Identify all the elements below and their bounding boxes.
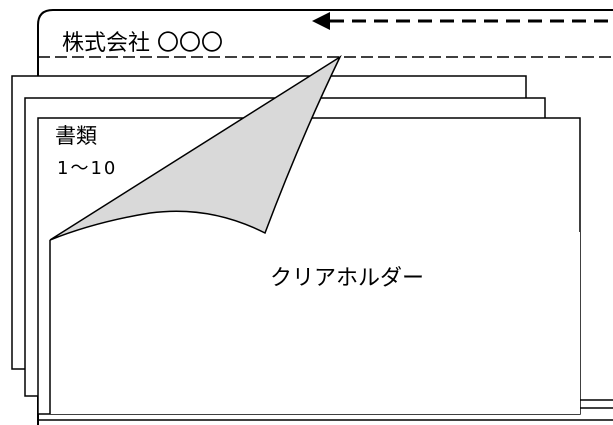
document-range: 1〜10 bbox=[57, 158, 118, 179]
peeled-corner bbox=[49, 54, 342, 241]
company-label: 株式会社 〇〇〇 bbox=[62, 31, 223, 56]
clear-holder-label: クリアホルダー bbox=[270, 266, 425, 291]
arrow-head-icon bbox=[312, 12, 330, 30]
document-title: 書類 bbox=[55, 124, 97, 148]
clear-holder-sheet bbox=[50, 222, 580, 414]
